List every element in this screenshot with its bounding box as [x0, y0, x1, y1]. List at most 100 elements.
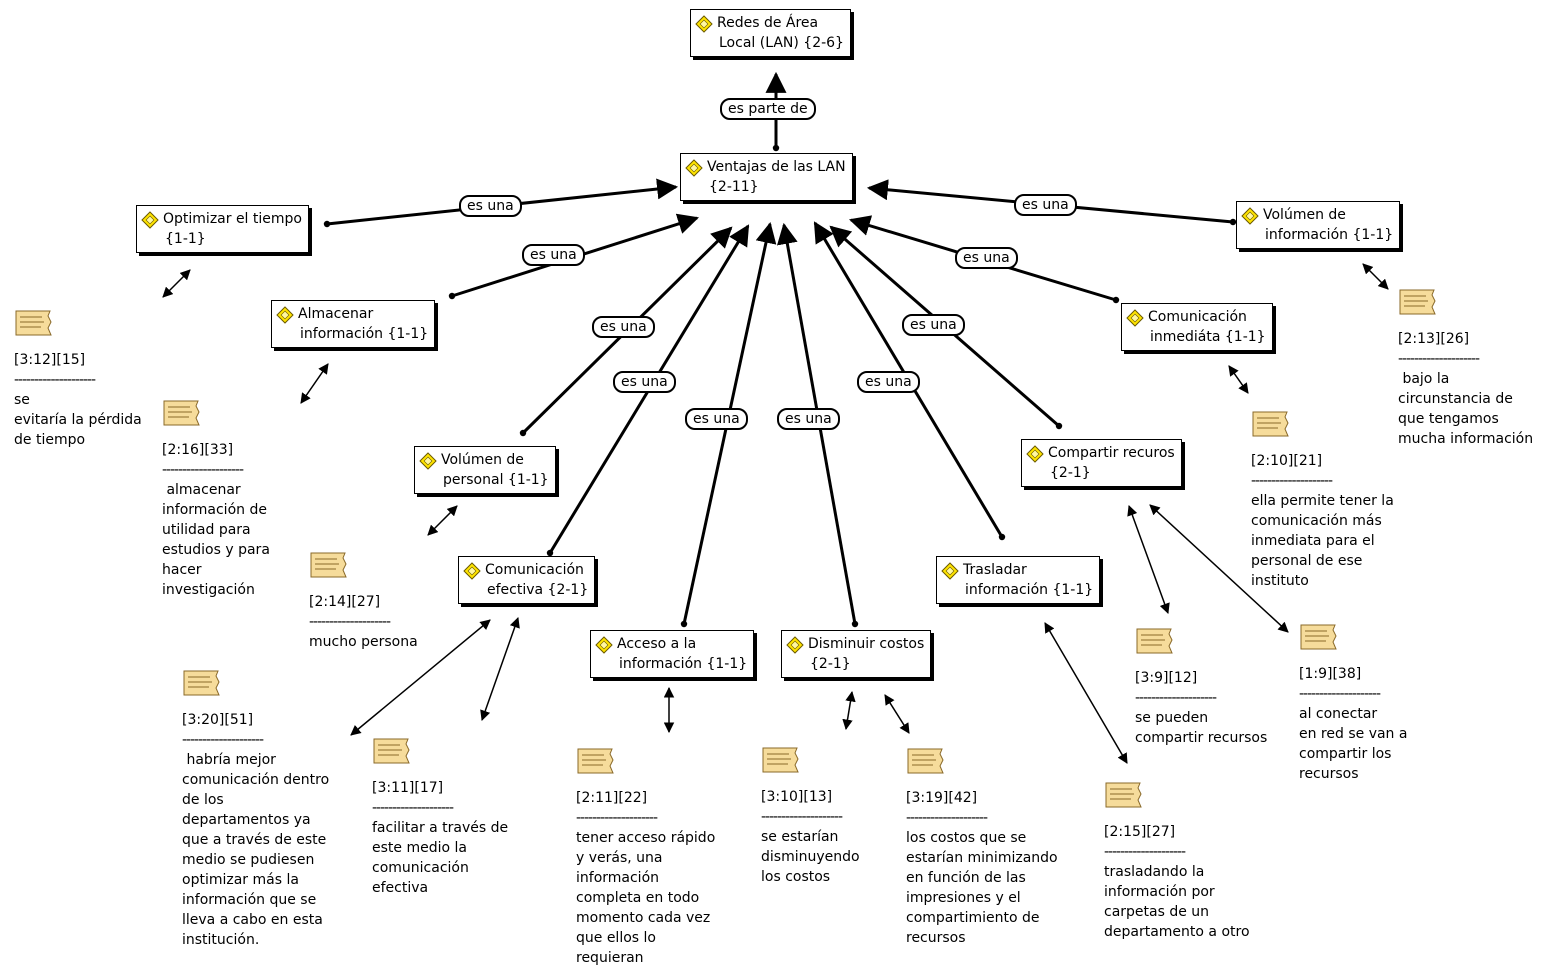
link-label-es-una[interactable]: es una: [857, 371, 920, 393]
node-acceso-informacion[interactable]: Acceso a la información {1-1}: [590, 630, 755, 678]
node-label-line2: información {1-1}: [965, 582, 1094, 598]
memo-id: [3:12][15]: [14, 352, 86, 368]
memo-id: [3:10][13]: [761, 789, 833, 805]
code-diamond-icon: [685, 159, 703, 177]
node-label-line2: inmediáta {1-1}: [1150, 329, 1266, 345]
memo-id: [3:11][17]: [372, 780, 444, 796]
memo-note-icon: [373, 738, 410, 764]
memo-note-icon: [15, 310, 52, 336]
node-label-line1: Disminuir costos: [808, 636, 925, 652]
node-label-line1: Almacenar: [298, 306, 374, 322]
memo-body: al conectar en red se van a compartir lo…: [1299, 706, 1408, 782]
node-optimizar-tiempo[interactable]: Optimizar el tiempo {1-1}: [136, 205, 309, 253]
node-comunicacion-inmediata[interactable]: Comunicación inmediáta {1-1}: [1121, 303, 1273, 351]
memo-id: [2:10][21]: [1251, 453, 1323, 469]
memo-note-icon: [163, 400, 200, 426]
memo-body: mucho persona: [309, 634, 418, 650]
node-label-line2: {2-1}: [1050, 465, 1091, 481]
link-label-es-parte-de[interactable]: es parte de: [720, 98, 816, 120]
memo-link: [1228, 365, 1249, 394]
node-disminuir-costos[interactable]: Disminuir costos {2-1}: [781, 630, 932, 678]
node-comunicacion-efectiva[interactable]: Comunicación efectiva {2-1}: [458, 556, 596, 604]
memo-id: [3:9][12]: [1135, 670, 1198, 686]
node-label-line2: {2-11}: [709, 179, 759, 195]
memo-note-icon: [183, 670, 220, 696]
memo-divider: --------------------: [309, 614, 391, 630]
memo-link: [162, 269, 191, 298]
memo-note-icon: [1252, 411, 1289, 437]
node-label-line1: Optimizar el tiempo: [163, 211, 302, 227]
node-volumen-informacion[interactable]: Volúmen de información {1-1}: [1236, 201, 1401, 249]
memo-body: se estarían disminuyendo los costos: [761, 829, 860, 885]
link-label-es-una[interactable]: es una: [955, 247, 1018, 269]
memo-note-icon: [1105, 782, 1142, 808]
memo-id: [3:20][51]: [182, 712, 254, 728]
memo-body: almacenar información de utilidad para e…: [162, 482, 270, 598]
node-label-line2: {1-1}: [165, 231, 206, 247]
memo-note-icon: [762, 747, 799, 773]
code-diamond-icon: [595, 636, 613, 654]
memo-link: [350, 619, 491, 736]
node-ventajas-lan[interactable]: Ventajas de las LAN {2-11}: [680, 153, 853, 201]
memo-id: [2:15][27]: [1104, 824, 1176, 840]
memo-divider: --------------------: [1135, 690, 1217, 706]
code-diamond-icon: [1126, 309, 1144, 327]
memo-id: [2:11][22]: [576, 790, 648, 806]
node-trasladar-informacion[interactable]: Trasladar información {1-1}: [936, 556, 1101, 604]
link-endpoint-dot: [546, 549, 554, 557]
node-volumen-personal[interactable]: Volúmen de personal {1-1}: [414, 446, 556, 494]
memo-link: [1149, 504, 1289, 633]
node-compartir-recursos[interactable]: Compartir recuros {2-1}: [1021, 439, 1182, 487]
memo-link: [1362, 263, 1389, 290]
memo-body: se evitaría la pérdida de tiempo: [14, 392, 142, 448]
memo-divider: --------------------: [761, 809, 843, 825]
link-endpoint-dot: [851, 620, 859, 628]
node-label-line2: información {1-1}: [1265, 227, 1394, 243]
node-label-line1: Redes de Área: [717, 15, 819, 31]
memo-divider: --------------------: [906, 810, 988, 826]
memo-id: [3:19][42]: [906, 790, 978, 806]
link-label-es-una[interactable]: es una: [613, 371, 676, 393]
memo-body: se pueden compartir recursos: [1135, 710, 1268, 746]
node-label-line1: Compartir recuros: [1048, 445, 1175, 461]
link-label-es-una[interactable]: es una: [902, 314, 965, 336]
memo-note-icon: [1300, 624, 1337, 650]
link-label-es-una[interactable]: es una: [1014, 194, 1077, 216]
code-diamond-icon: [1241, 207, 1259, 225]
memo-body: habría mejor comunicación dentro de los …: [182, 752, 330, 948]
code-diamond-icon: [141, 211, 159, 229]
memo-divider: --------------------: [576, 810, 658, 826]
link-label-es-una[interactable]: es una: [459, 195, 522, 217]
memo-divider: --------------------: [1104, 844, 1186, 860]
link-endpoint-dot: [998, 533, 1006, 541]
memo-link: [1127, 505, 1170, 614]
memo-link: [1044, 622, 1128, 764]
link-endpoint-dot: [448, 292, 456, 300]
memo-link: [884, 694, 910, 734]
code-diamond-icon: [941, 562, 959, 580]
node-redes-area-local[interactable]: Redes de Área Local (LAN) {2-6}: [690, 9, 851, 57]
node-label-line2: personal {1-1}: [443, 472, 549, 488]
link-label-es-una[interactable]: es una: [592, 316, 655, 338]
memo-divider: --------------------: [1251, 473, 1333, 489]
link-label-es-una[interactable]: es una: [522, 244, 585, 266]
node-label-line1: Volúmen de: [1263, 207, 1346, 223]
link-endpoint-dot: [1112, 296, 1120, 304]
memo-divider: --------------------: [162, 462, 244, 478]
code-diamond-icon: [419, 452, 437, 470]
memo-divider: --------------------: [182, 732, 264, 748]
link-endpoint-dot: [772, 144, 780, 152]
memo-link: [480, 617, 520, 721]
node-label-line2: información {1-1}: [300, 326, 429, 342]
code-diamond-icon: [463, 562, 481, 580]
node-label-line2: efectiva {2-1}: [487, 582, 589, 598]
memo-link: [300, 363, 329, 404]
link-label-es-una[interactable]: es una: [777, 408, 840, 430]
memo-link: [842, 690, 856, 731]
node-almacenar-informacion[interactable]: Almacenar información {1-1}: [271, 300, 436, 348]
link-label-es-una[interactable]: es una: [685, 408, 748, 430]
memo-body: tener acceso rápido y verás, una informa…: [576, 830, 716, 966]
code-diamond-icon: [276, 306, 294, 324]
memo-divider: --------------------: [372, 800, 454, 816]
memo-id: [2:14][27]: [309, 594, 381, 610]
